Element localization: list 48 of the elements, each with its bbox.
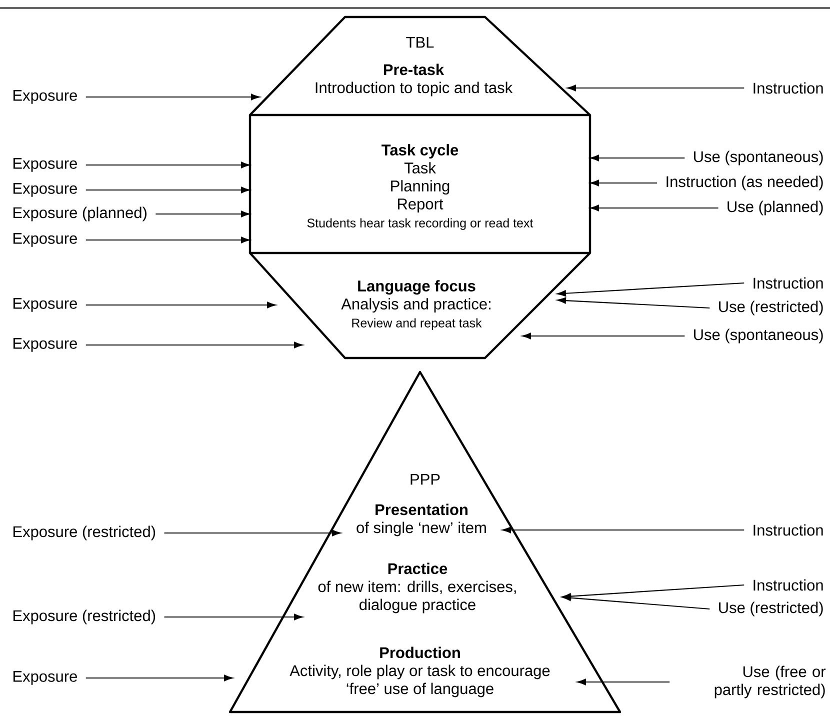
arrow bbox=[86, 674, 233, 682]
label-text: Use (free or partly restricted) bbox=[714, 666, 826, 698]
label-text: Use (planned) bbox=[728, 200, 823, 216]
label-text: Exposure bbox=[13, 183, 77, 197]
label-text: Use (restricted) bbox=[719, 602, 823, 616]
label-text: Use (restricted) bbox=[719, 300, 823, 316]
arrow bbox=[590, 180, 658, 186]
arrow bbox=[156, 210, 250, 218]
label-text: Exposure bbox=[13, 298, 77, 312]
arrow bbox=[557, 282, 744, 297]
label-text: Exposure bbox=[13, 671, 77, 685]
label-text: Exposure (planned) bbox=[13, 206, 146, 222]
section-text: Task cycle Task Planning Report Students hear task recording or read text bbox=[307, 144, 534, 230]
arrow bbox=[522, 332, 685, 340]
arrow bbox=[562, 584, 744, 600]
label-text: Exposure bbox=[13, 338, 77, 352]
arrow bbox=[86, 162, 250, 168]
label-text: Exposure bbox=[13, 158, 77, 172]
label-text: Exposure bbox=[13, 90, 77, 104]
label-text: Exposure bbox=[13, 233, 77, 247]
section-text: Production Activity, role play or task to encourage ‘free’ use of language bbox=[290, 646, 550, 698]
arrow bbox=[86, 94, 260, 100]
arrow bbox=[86, 302, 276, 308]
label-text: Instruction bbox=[754, 82, 823, 94]
arrow bbox=[590, 204, 718, 212]
arrow bbox=[86, 186, 250, 194]
label-text: Instruction (as needed) bbox=[666, 176, 823, 190]
arrow bbox=[557, 297, 710, 309]
section-text: Language focus Analysis and practice: Review and repeat task bbox=[341, 280, 490, 330]
section-text: Practice of new item: drills, exercises, dialogue practice bbox=[318, 562, 516, 614]
label-text: Exposure (restricted) bbox=[13, 526, 156, 540]
arrow bbox=[577, 678, 670, 686]
arrow bbox=[590, 154, 685, 162]
label-text: Use (spontaneous) bbox=[694, 150, 823, 166]
arrow bbox=[164, 614, 303, 620]
label-text: Instruction bbox=[754, 277, 823, 289]
arrow bbox=[86, 236, 250, 244]
arrow bbox=[567, 84, 744, 92]
arrow bbox=[86, 342, 303, 348]
section-text: Pre-task Introduction to topic and task bbox=[316, 64, 513, 96]
section-text: Presentation of single ‘new’ item bbox=[356, 504, 486, 536]
arrow bbox=[164, 530, 341, 536]
label-text: Exposure (restricted) bbox=[13, 610, 156, 624]
label-text: Instruction bbox=[754, 524, 823, 536]
arrow bbox=[562, 594, 710, 610]
label-text: Use (spontaneous) bbox=[694, 328, 823, 344]
arrow bbox=[502, 526, 744, 534]
label-text: Instruction bbox=[754, 579, 823, 591]
